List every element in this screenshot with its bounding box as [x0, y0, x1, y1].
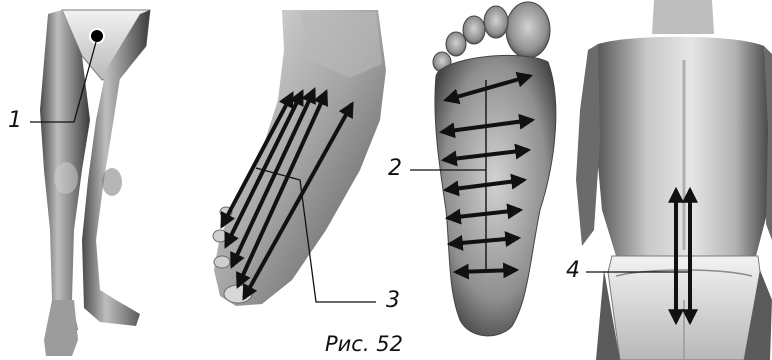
foot-dorsal-illustration	[213, 10, 386, 306]
point-1-marker	[90, 29, 104, 43]
legs-front-illustration	[30, 10, 150, 356]
callout-1-label: 1	[8, 110, 22, 132]
big-toe	[506, 2, 550, 58]
callout-3-label: 3	[386, 290, 400, 312]
back-view-illustration	[576, 0, 772, 360]
figure-caption: Рис. 52	[325, 334, 403, 355]
foot-sole-illustration	[410, 2, 556, 336]
callout-4-label: 4	[566, 260, 580, 282]
callout-2-label: 2	[388, 158, 402, 180]
